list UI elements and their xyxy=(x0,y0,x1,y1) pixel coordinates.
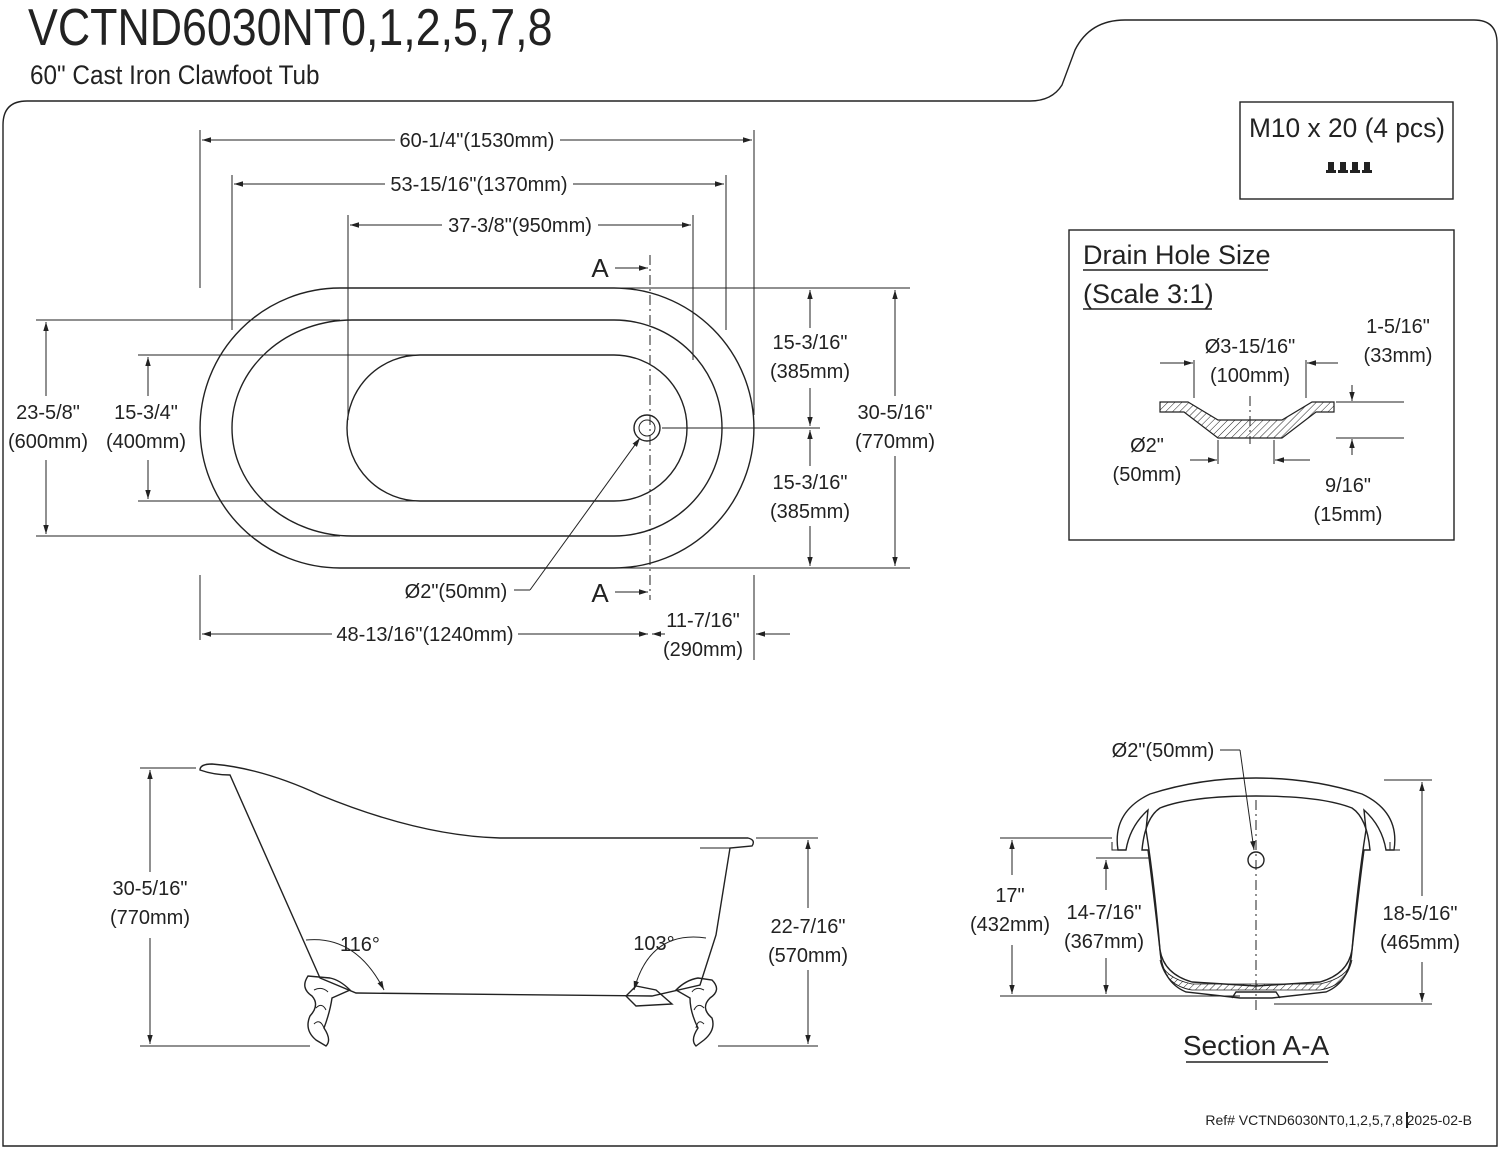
tub-outline xyxy=(199,287,755,569)
hardware-label: M10 x 20 (4 pcs) xyxy=(1249,113,1445,143)
svg-text:30-5/16": 30-5/16" xyxy=(113,878,188,900)
claw-foot-front xyxy=(674,977,718,1047)
rim-outline xyxy=(231,319,723,537)
svg-text:(33mm): (33mm) xyxy=(1364,345,1433,367)
svg-text:14-7/16": 14-7/16" xyxy=(1067,902,1142,924)
svg-text:(15mm): (15mm) xyxy=(1314,504,1383,526)
svg-text:9/16": 9/16" xyxy=(1325,475,1371,497)
svg-text:Ø2": Ø2" xyxy=(1130,435,1164,457)
svg-text:103°: 103° xyxy=(633,933,674,955)
drawing-frame xyxy=(2,19,1498,1147)
svg-text:(432mm): (432mm) xyxy=(970,914,1050,936)
footer-revision: 2025-02-B xyxy=(1407,1112,1472,1128)
svg-text:Ø2"(50mm): Ø2"(50mm) xyxy=(1112,740,1215,762)
section-mark-top: A xyxy=(591,253,609,283)
svg-text:(465mm): (465mm) xyxy=(1380,932,1460,954)
section-shell-inner xyxy=(1141,795,1371,987)
svg-text:(570mm): (570mm) xyxy=(768,945,848,967)
top-view: 60-1/4"(1530mm) 53-15/16"(1370mm) 37-3/8… xyxy=(8,130,935,661)
hardware-box: M10 x 20 (4 pcs) xyxy=(1239,101,1454,200)
dim-basin-length: 37-3/8"(950mm) xyxy=(448,215,592,237)
section-drain-hole xyxy=(1247,851,1265,869)
drain-label: Ø2"(50mm) xyxy=(405,581,508,603)
svg-text:(770mm): (770mm) xyxy=(110,907,190,929)
svg-text:18-5/16": 18-5/16" xyxy=(1383,903,1458,925)
svg-text:15-3/4": 15-3/4" xyxy=(114,402,178,424)
svg-text:(100mm): (100mm) xyxy=(1210,365,1290,387)
svg-text:17": 17" xyxy=(995,885,1024,907)
svg-text:15-3/16": 15-3/16" xyxy=(773,472,848,494)
section-title: Section A-A xyxy=(1183,1030,1330,1061)
claw-foot-back xyxy=(304,975,352,1047)
tub-side-profile xyxy=(199,763,755,997)
svg-text:48-13/16"(1240mm): 48-13/16"(1240mm) xyxy=(336,624,513,646)
section-mark-bottom: A xyxy=(591,578,609,608)
drain-detail-title: Drain Hole Size xyxy=(1083,240,1271,270)
model-number: VCTND6030NT0,1,2,5,7,8 xyxy=(28,0,553,57)
bolt-icon xyxy=(1326,162,1372,173)
svg-text:(385mm): (385mm) xyxy=(770,501,850,523)
basin-outline xyxy=(346,354,688,502)
drain-flange xyxy=(1159,401,1335,439)
svg-text:(50mm): (50mm) xyxy=(1113,464,1182,486)
svg-text:(385mm): (385mm) xyxy=(770,361,850,383)
svg-text:(400mm): (400mm) xyxy=(106,431,186,453)
svg-text:(770mm): (770mm) xyxy=(855,431,935,453)
footer-ref: Ref# VCTND6030NT0,1,2,5,7,8 xyxy=(1205,1112,1403,1128)
svg-text:(600mm): (600mm) xyxy=(8,431,88,453)
drain-detail-box: Drain Hole Size (Scale 3:1) Ø3-15/16" (1… xyxy=(1068,229,1455,541)
dim-overall-length: 60-1/4"(1530mm) xyxy=(400,130,555,152)
svg-text:Ø3-15/16": Ø3-15/16" xyxy=(1205,336,1296,358)
svg-text:22-7/16": 22-7/16" xyxy=(771,916,846,938)
product-subtitle: 60" Cast Iron Clawfoot Tub xyxy=(30,60,320,90)
svg-text:(367mm): (367mm) xyxy=(1064,931,1144,953)
drain-detail-scale: (Scale 3:1) xyxy=(1083,279,1214,309)
svg-text:23-5/8": 23-5/8" xyxy=(16,402,80,424)
side-view: 30-5/16" (770mm) 22-7/16" (570mm) 116° 1… xyxy=(110,763,848,1047)
dim-rim-length: 53-15/16"(1370mm) xyxy=(390,174,567,196)
svg-text:30-5/16": 30-5/16" xyxy=(858,402,933,424)
svg-text:1-5/16": 1-5/16" xyxy=(1366,316,1430,338)
svg-text:11-7/16": 11-7/16" xyxy=(666,610,739,632)
svg-text:15-3/16": 15-3/16" xyxy=(773,332,848,354)
svg-text:(290mm): (290mm) xyxy=(663,639,743,661)
section-view: Ø2"(50mm) 17" (432mm) 14-7/16" (367mm) 1… xyxy=(970,740,1460,1063)
drain-hole xyxy=(633,414,661,442)
svg-text:116°: 116° xyxy=(340,934,380,956)
